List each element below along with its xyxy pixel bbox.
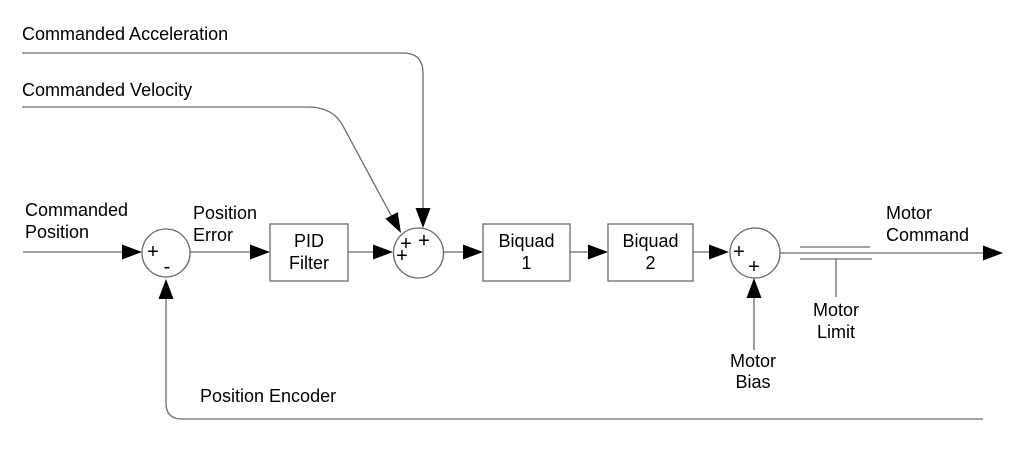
motor-bias-label-line1: Motor bbox=[730, 351, 776, 371]
commanded-acceleration-arrowhead bbox=[415, 208, 431, 228]
position-sum-plus-sign: + bbox=[147, 241, 159, 263]
biquad2-label-line2: 2 bbox=[645, 253, 655, 273]
position-encoder-label: Position Encoder bbox=[200, 386, 336, 406]
pid-output-arrowhead bbox=[373, 244, 393, 260]
position-sum-circle bbox=[141, 228, 191, 278]
commanded-acceleration-label: Commanded Acceleration bbox=[22, 24, 228, 44]
biquad1-block: Biquad 1 bbox=[482, 223, 571, 282]
commanded-velocity-label: Commanded Velocity bbox=[22, 80, 192, 100]
connector-pid-to-command-sum bbox=[348, 244, 393, 260]
command-sum-junction: + + + bbox=[392, 227, 445, 279]
connector-position-encoder-feedback bbox=[158, 279, 983, 420]
motor-limit-label-line1: Motor bbox=[813, 300, 859, 320]
pid-filter-block: PID Filter bbox=[269, 223, 349, 282]
pid-filter-box bbox=[269, 223, 349, 282]
biquad1-box bbox=[482, 223, 571, 282]
position-sum-junction: + - bbox=[141, 228, 191, 278]
command-sum-plus-sign-2: + bbox=[418, 230, 430, 252]
connector-commanded-velocity bbox=[22, 106, 401, 233]
position-error-arrowhead bbox=[250, 244, 270, 260]
connector-commanded-acceleration bbox=[22, 52, 431, 228]
biquad2-label-line1: Biquad bbox=[622, 231, 678, 251]
biquad2-output-arrowhead bbox=[709, 244, 729, 260]
connector-biquad1-to-biquad2 bbox=[570, 244, 608, 260]
sum-to-biquad1-arrowhead bbox=[463, 244, 483, 260]
motor-limit-label-line2: Limit bbox=[817, 322, 855, 342]
commanded-acceleration-line bbox=[22, 52, 424, 210]
motor-bias-arrowhead bbox=[746, 278, 762, 298]
motor-limit-symbol bbox=[800, 246, 872, 297]
commanded-position-label-line1: Commanded bbox=[25, 200, 128, 220]
position-encoder-arrowhead bbox=[158, 279, 174, 299]
motor-bias-label-line2: Bias bbox=[735, 372, 770, 392]
motor-command-label-line1: Motor bbox=[886, 203, 932, 223]
connector-commanded-position bbox=[23, 244, 142, 260]
command-sum-circle bbox=[392, 227, 445, 279]
position-sum-minus-sign: - bbox=[164, 256, 171, 278]
position-error-label-line2: Error bbox=[193, 225, 233, 245]
biquad2-box bbox=[607, 223, 694, 282]
position-error-label-line1: Position bbox=[193, 203, 257, 223]
biquad2-block: Biquad 2 bbox=[607, 223, 694, 282]
biquad1-output-arrowhead bbox=[588, 244, 608, 260]
output-sum-plus-sign-1: + bbox=[733, 241, 745, 263]
commanded-velocity-line bbox=[22, 106, 394, 220]
connector-biquad2-to-output-sum bbox=[693, 244, 729, 260]
connector-motor-command bbox=[780, 245, 1003, 261]
commanded-position-arrowhead bbox=[122, 244, 142, 260]
biquad1-label-line2: 1 bbox=[521, 253, 531, 273]
motor-command-arrowhead bbox=[983, 245, 1003, 261]
connector-sum-to-biquad1 bbox=[443, 244, 483, 260]
commanded-velocity-arrowhead bbox=[385, 212, 401, 233]
connector-motor-bias bbox=[746, 278, 762, 350]
output-sum-plus-sign-2: + bbox=[748, 256, 760, 278]
command-sum-plus-sign-3: + bbox=[396, 245, 408, 267]
motor-command-label-line2: Command bbox=[886, 225, 969, 245]
position-encoder-line bbox=[165, 299, 983, 420]
output-sum-junction: + + bbox=[729, 227, 781, 279]
pid-filter-label-line1: PID bbox=[294, 231, 324, 251]
pid-filter-label-line2: Filter bbox=[289, 253, 329, 273]
command-sum-plus-sign-1: + bbox=[400, 233, 412, 255]
connector-position-error bbox=[190, 244, 270, 260]
biquad1-label-line1: Biquad bbox=[498, 231, 554, 251]
commanded-position-label-line2: Position bbox=[25, 222, 89, 242]
